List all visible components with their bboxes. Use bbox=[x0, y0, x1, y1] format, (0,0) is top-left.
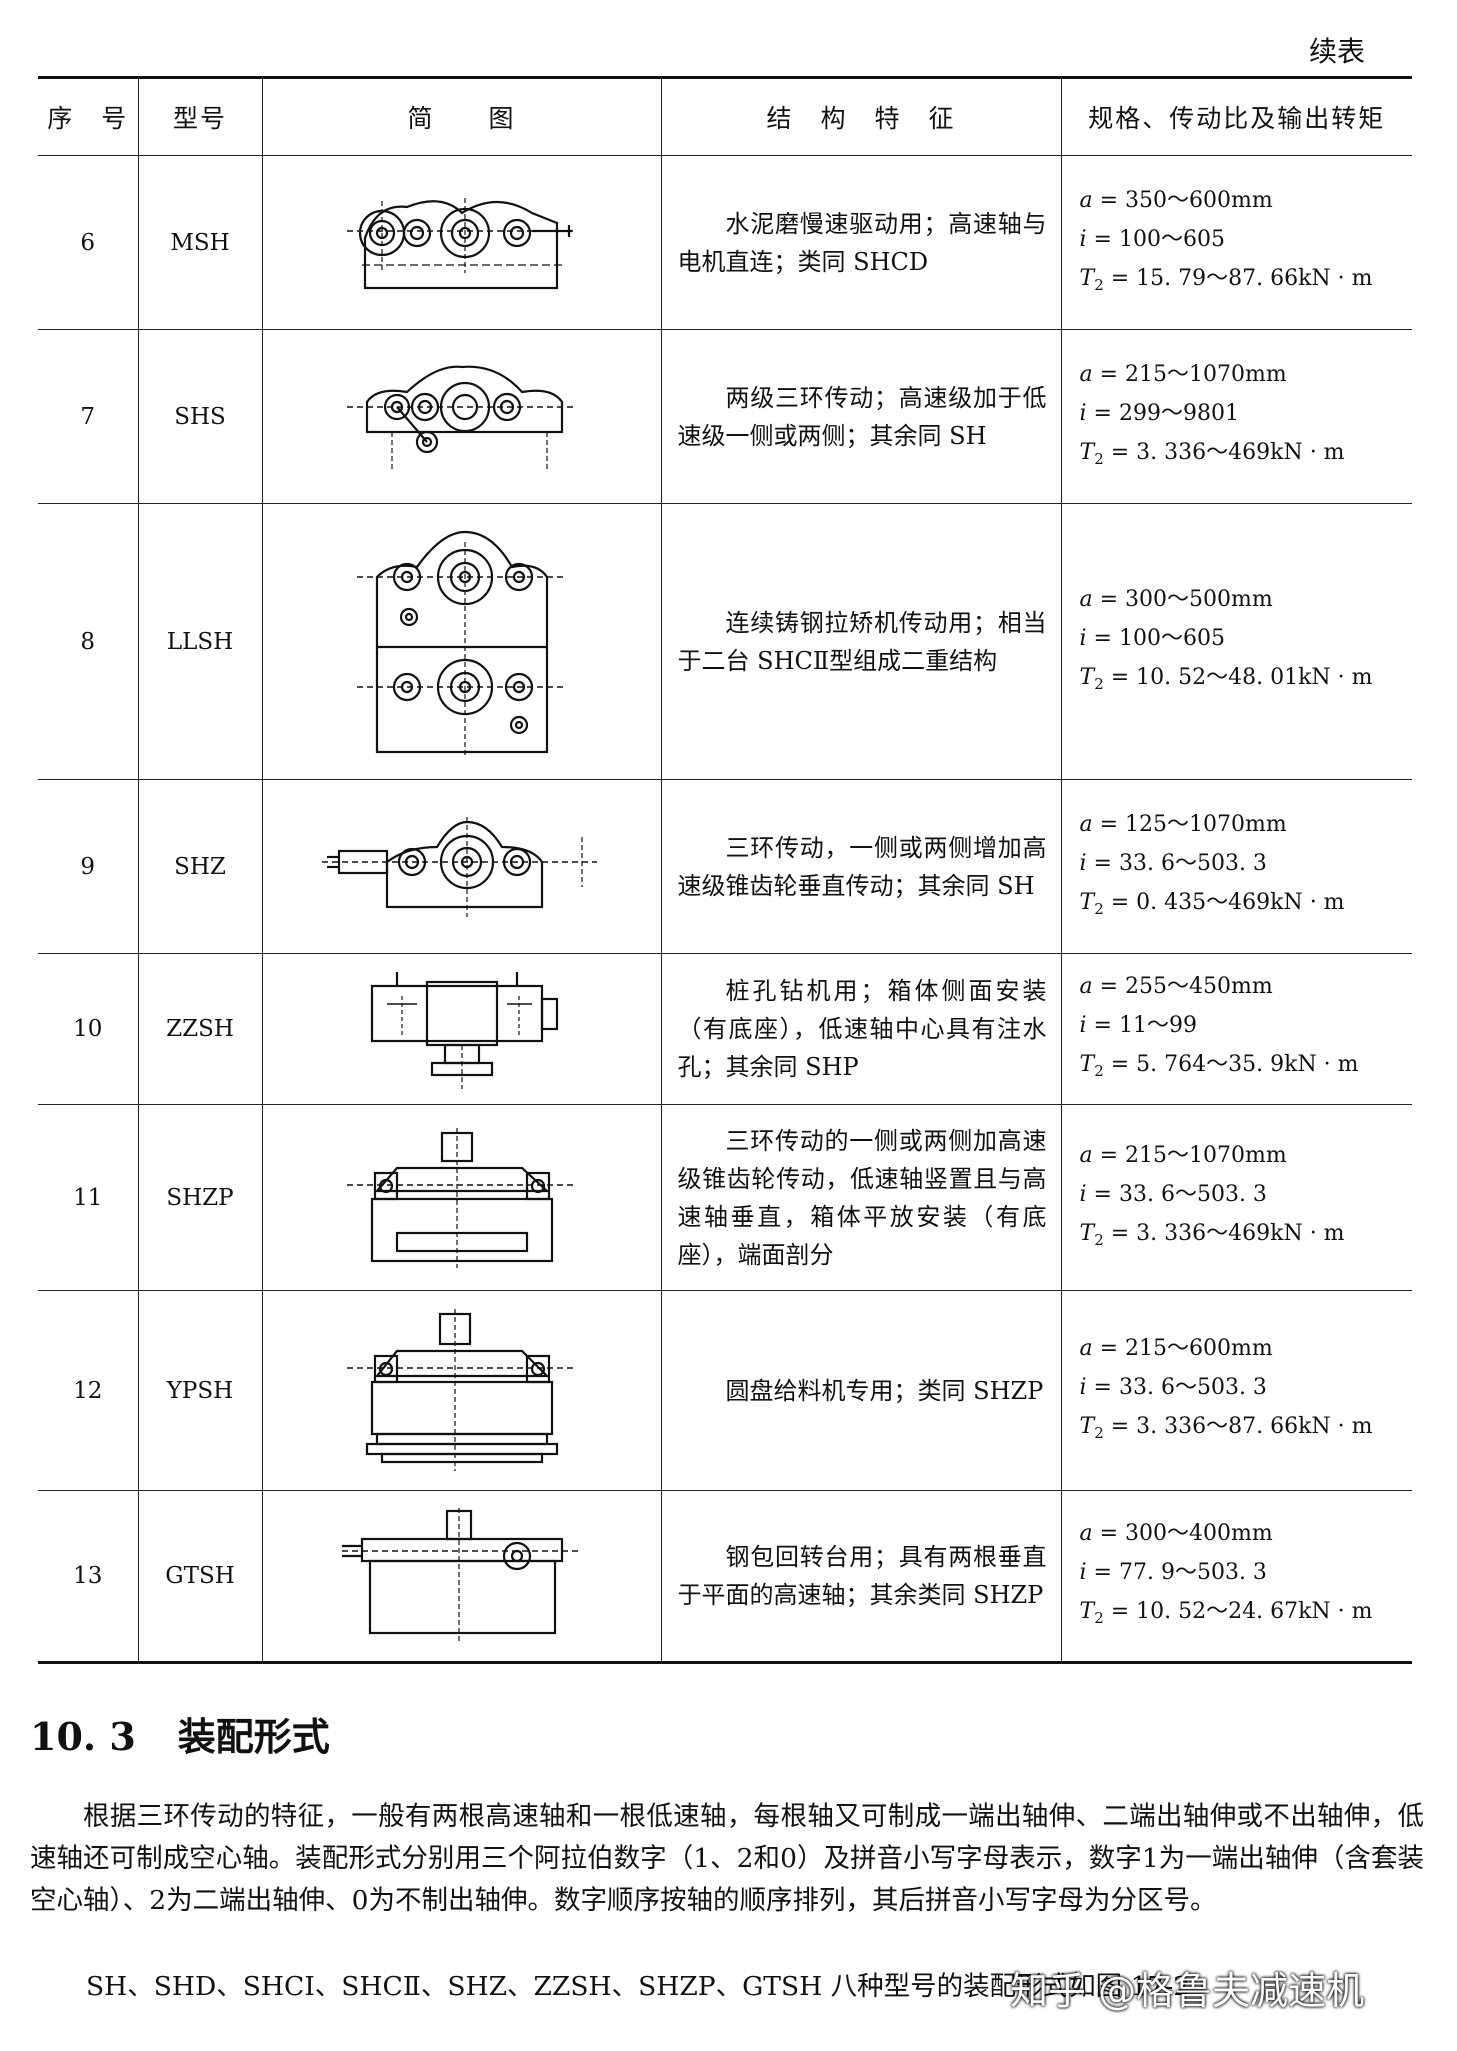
col-header-feature: 结 构 特 征 bbox=[660, 77, 1062, 156]
spec-center-distance: a = 255～450mm bbox=[1079, 974, 1273, 999]
model-code: YPSH bbox=[137, 1290, 263, 1491]
col-header-sketch: 简 图 bbox=[261, 77, 662, 156]
model-code: GTSH bbox=[137, 1490, 263, 1664]
table-header-row: 序 号 型号 简 图 结 构 特 征 规格、传动比及输出转矩 bbox=[38, 77, 1412, 156]
row-number: 13 bbox=[38, 1490, 139, 1664]
gearbox-sketch-zzsh bbox=[261, 953, 662, 1105]
structure-feature: 三环传动的一侧或两侧加高速级锥齿轮传动，低速轴竖置且与高速轴垂直，箱体平放安装（… bbox=[660, 1104, 1062, 1291]
table-row: 11 SHZP 三环传动的一侧或两侧加高速级锥齿轮传动，低速轴竖置且与高速轴垂直… bbox=[38, 1104, 1412, 1291]
table-row: 7 SHS 两级三环传动；高速级加于低速级一侧或两侧；其余同 SH bbox=[38, 329, 1412, 504]
body-paragraph: 根据三环传动的特征，一般有两根高速轴和一根低速轴，每根轴又可制成一端出轴伸、二端… bbox=[30, 1801, 1424, 1916]
gearbox-sketch-llsh bbox=[261, 503, 662, 780]
model-code: SHS bbox=[137, 329, 263, 504]
continued-label: 续表 bbox=[1308, 35, 1365, 68]
row-number: 8 bbox=[38, 503, 139, 780]
structure-feature: 三环传动，一侧或两侧增加高速级锥齿轮垂直传动；其余同 SH bbox=[660, 779, 1062, 954]
row-number: 10 bbox=[38, 953, 139, 1105]
table-row: 8 LLSH 连续铸钢拉矫 bbox=[38, 503, 1412, 780]
spec-center-distance: a = 215～600mm bbox=[1079, 1335, 1273, 1361]
section-heading: 10. 3 装配形式 bbox=[30, 1706, 330, 1761]
gearbox-sketch-msh bbox=[261, 155, 662, 330]
col-header-specs: 规格、传动比及输出转矩 bbox=[1060, 77, 1412, 156]
row-number: 7 bbox=[38, 329, 139, 504]
spec-cell: a = 300～500mm i = 100～605 T2 = 10. 52～48… bbox=[1060, 503, 1412, 780]
spec-ratio: i = 299～9801 bbox=[1079, 400, 1239, 426]
spec-cell: a = 215～1070mm i = 299～9801 T2 = 3. 336～… bbox=[1060, 329, 1412, 504]
model-code: SHZ bbox=[137, 779, 263, 954]
gearbox-sketch-gtsh bbox=[261, 1490, 662, 1664]
spec-ratio: i = 33. 6～503. 3 bbox=[1079, 850, 1267, 876]
table-row: 6 MSH 水泥磨慢速驱动用；高速轴与电机直连；类同 SHCD bbox=[38, 155, 1412, 330]
spec-ratio: i = 100～605 bbox=[1079, 226, 1225, 252]
row-number: 11 bbox=[38, 1104, 139, 1291]
spec-center-distance: a = 125～1070mm bbox=[1079, 811, 1287, 837]
spec-torque: T2 = 5. 764～35. 9kN · m bbox=[1079, 1052, 1359, 1080]
table-row: 12 YPSH 圆盘给料机专用；类同 SHZP a = 215 bbox=[38, 1290, 1412, 1491]
spec-center-distance: a = 350～600mm bbox=[1079, 187, 1273, 213]
spec-cell: a = 215～1070mm i = 33. 6～503. 3 T2 = 3. … bbox=[1060, 1104, 1412, 1291]
structure-feature: 两级三环传动；高速级加于低速级一侧或两侧；其余同 SH bbox=[660, 329, 1062, 504]
watermark: 知乎 @格鲁夫减速机 bbox=[1010, 1969, 1365, 2013]
structure-feature: 水泥磨慢速驱动用；高速轴与电机直连；类同 SHCD bbox=[660, 155, 1062, 330]
section-title: 装配形式 bbox=[177, 1714, 330, 1759]
spec-cell: a = 300～400mm i = 77. 9～503. 3 T2 = 10. … bbox=[1060, 1490, 1412, 1664]
section-number: 10. 3 bbox=[30, 1714, 136, 1759]
structure-feature: 桩孔钻机用；箱体侧面安装（有底座），低速轴中心具有注水孔；其余同 SHP bbox=[660, 953, 1062, 1105]
spec-center-distance: a = 215～1070mm bbox=[1079, 361, 1287, 387]
spec-torque: T2 = 3. 336～469kN · m bbox=[1079, 439, 1345, 468]
row-number: 12 bbox=[38, 1290, 139, 1491]
spec-center-distance: a = 300～500mm bbox=[1079, 586, 1273, 612]
spec-torque: T2 = 0. 435～469kN · m bbox=[1079, 889, 1345, 918]
row-number: 9 bbox=[38, 779, 139, 954]
spec-torque: T2 = 3. 336～469kN · m bbox=[1079, 1220, 1345, 1249]
structure-feature: 连续铸钢拉矫机传动用；相当于二台 SHCⅡ型组成二重结构 bbox=[660, 503, 1062, 780]
spec-torque: T2 = 3. 336～87. 66kN · m bbox=[1079, 1413, 1373, 1442]
row-number: 6 bbox=[38, 155, 139, 330]
gearbox-sketch-ypsh bbox=[261, 1290, 662, 1491]
spec-ratio: i = 33. 6～503. 3 bbox=[1079, 1181, 1267, 1207]
spec-ratio: i = 33. 6～503. 3 bbox=[1079, 1374, 1267, 1400]
spec-torque: T2 = 10. 52～24. 67kN · m bbox=[1079, 1599, 1373, 1627]
table-row: 10 ZZSH 桩孔钻机用；箱体侧面安装（有底座），低速轴中心具有注水孔；其余同… bbox=[38, 953, 1412, 1105]
body-paragraph-continued: SH、SHD、SHCⅠ、SHCⅡ、SHZ、ZZSH、SHZP、GTSH 八种型号… bbox=[86, 1971, 1200, 2002]
spec-cell: a = 215～600mm i = 33. 6～503. 3 T2 = 3. 3… bbox=[1060, 1290, 1412, 1491]
spec-ratio: i = 77. 9～503. 3 bbox=[1079, 1560, 1267, 1585]
table-row: 13 GTSH 钢包回转台用；具有两根垂直于平面的高速轴；其余类同 SHZP a… bbox=[38, 1490, 1412, 1664]
spec-cell: a = 255～450mm i = 11～99 T2 = 5. 764～35. … bbox=[1060, 953, 1412, 1105]
spec-torque: T2 = 15. 79～87. 66kN · m bbox=[1079, 265, 1373, 294]
table-row: 9 SHZ 三环传动，一侧或两侧增加高速级锥齿轮垂直传动；其余同 SH a = … bbox=[38, 779, 1412, 954]
spec-ratio: i = 100～605 bbox=[1079, 625, 1225, 651]
col-header-model: 型号 bbox=[137, 77, 263, 156]
model-code: MSH bbox=[137, 155, 263, 330]
spec-cell: a = 125～1070mm i = 33. 6～503. 3 T2 = 0. … bbox=[1060, 779, 1412, 954]
spec-center-distance: a = 300～400mm bbox=[1079, 1521, 1273, 1546]
structure-feature: 钢包回转台用；具有两根垂直于平面的高速轴；其余类同 SHZP bbox=[660, 1490, 1062, 1664]
spec-ratio: i = 11～99 bbox=[1079, 1013, 1197, 1038]
spec-center-distance: a = 215～1070mm bbox=[1079, 1142, 1287, 1168]
gearbox-sketch-shs bbox=[261, 329, 662, 504]
gearbox-sketch-shzp bbox=[261, 1104, 662, 1291]
spec-cell: a = 350～600mm i = 100～605 T2 = 15. 79～87… bbox=[1060, 155, 1412, 330]
reducer-spec-table: 序 号 型号 简 图 结 构 特 征 规格、传动比及输出转矩 6 MSH bbox=[38, 76, 1412, 1664]
model-code: SHZP bbox=[137, 1104, 263, 1291]
spec-torque: T2 = 10. 52～48. 01kN · m bbox=[1079, 664, 1373, 693]
structure-feature: 圆盘给料机专用；类同 SHZP bbox=[660, 1290, 1062, 1491]
model-code: LLSH bbox=[137, 503, 263, 780]
col-header-no: 序 号 bbox=[38, 77, 139, 156]
gearbox-sketch-shz bbox=[261, 779, 662, 954]
model-code: ZZSH bbox=[137, 953, 263, 1105]
